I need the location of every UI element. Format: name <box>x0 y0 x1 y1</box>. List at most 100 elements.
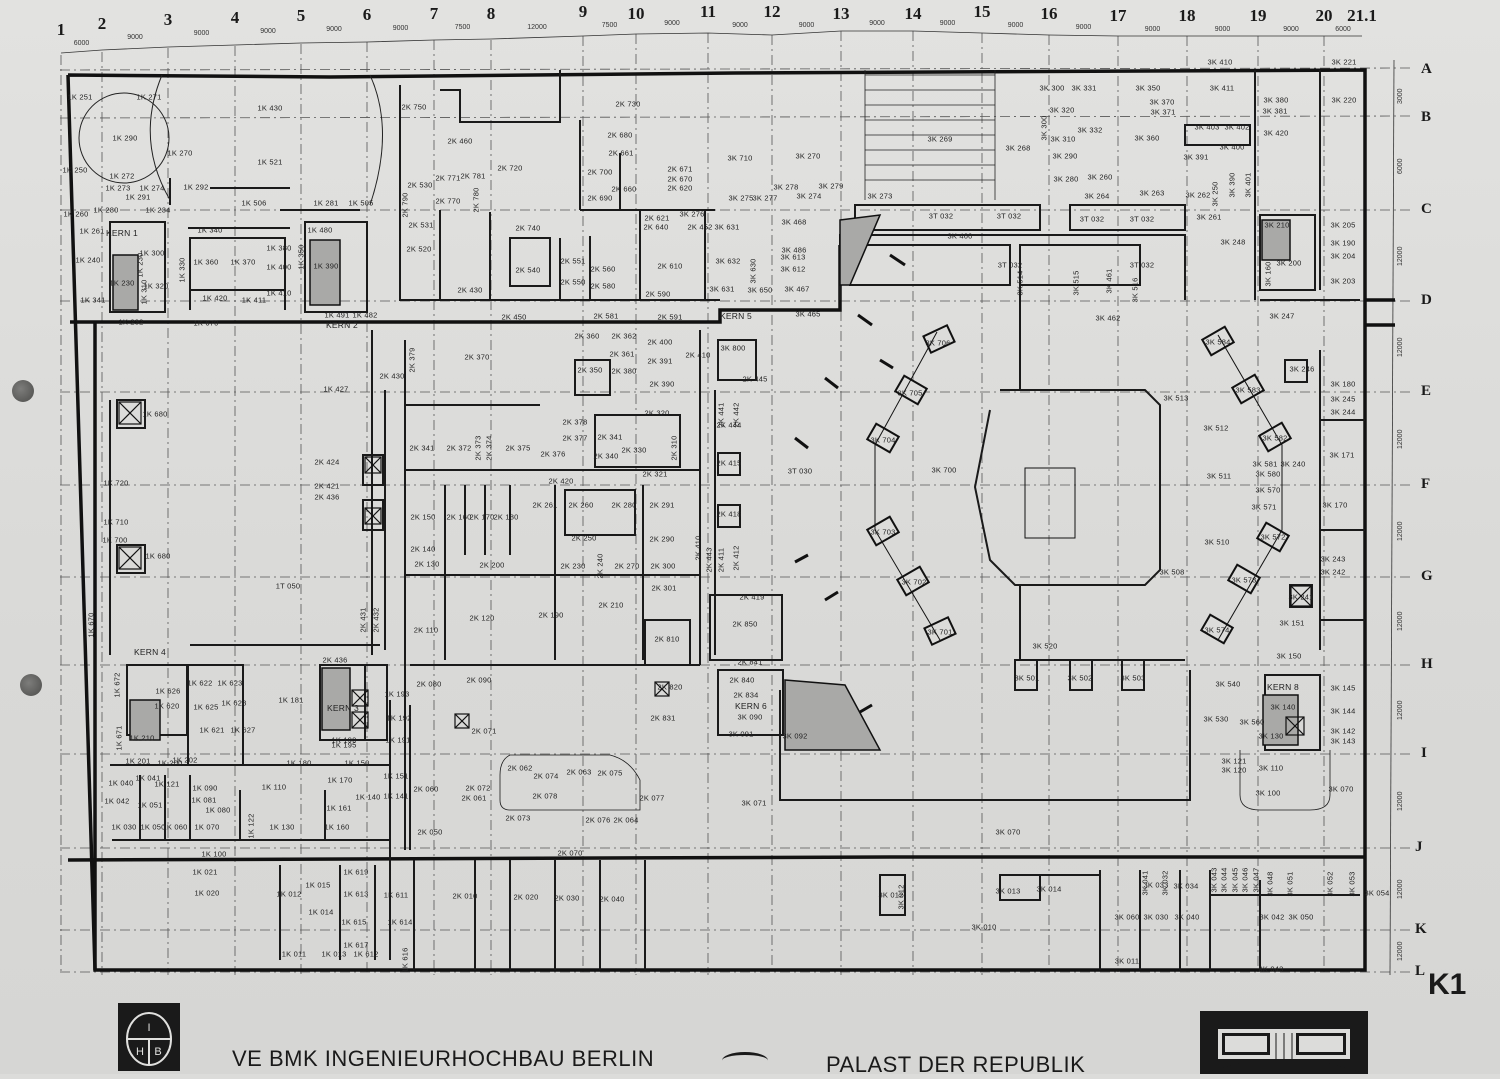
column-spacing-dimension: 9000 <box>664 20 680 27</box>
room-label: 3K 631 <box>714 222 740 232</box>
room-label-vertical: 2K 790 <box>400 192 410 218</box>
grid-row-label: J <box>1415 839 1423 855</box>
room-label: 1K 060 <box>162 822 188 832</box>
room-label: 3K 582 <box>1262 433 1288 443</box>
room-label: 3K 511 <box>1206 471 1232 481</box>
room-label: 2K 076 <box>585 815 611 825</box>
room-label: 1K 281 <box>313 198 339 208</box>
room-label: 1K 240 <box>75 255 101 265</box>
grid-row-label: L <box>1415 963 1426 979</box>
room-label: 1K 628 <box>221 698 247 708</box>
company-logo: I H B <box>118 1003 180 1071</box>
room-label: 3K 560 <box>1239 717 1265 727</box>
room-label: 1K 160 <box>324 822 350 832</box>
room-label-vertical: 3K 515 <box>1071 270 1081 296</box>
grid-column-label: 10 <box>627 4 645 23</box>
room-label: 3T 030 <box>787 466 813 476</box>
room-label: 1K 200 <box>157 758 183 768</box>
room-label: 1K 622 <box>187 678 213 688</box>
row-spacing-dimension: 12000 <box>1397 246 1404 266</box>
room-label: 2K 591 <box>657 312 683 322</box>
room-label: 3K 613 <box>780 252 806 262</box>
column-spacing-dimension: 9000 <box>1075 24 1092 31</box>
room-label: 1K 201 <box>125 756 151 766</box>
room-label: 1K 110 <box>261 782 287 792</box>
room-label: 3K 240 <box>1280 459 1306 469</box>
room-label: 3K 143 <box>1330 736 1356 746</box>
room-label: 2K 590 <box>645 289 671 299</box>
room-label: 3K 204 <box>1330 251 1356 261</box>
room-label: 2K 380 <box>611 366 637 376</box>
room-label: 2K 418 <box>716 509 742 519</box>
grid-row-label: H <box>1421 656 1433 672</box>
grid-column-label: 9 <box>578 2 588 21</box>
grid-column-label: 8 <box>486 4 496 23</box>
room-label: 3K 371 <box>1150 107 1176 117</box>
room-label: 3K 705 <box>897 388 923 398</box>
room-label-vertical: 1K 350 <box>296 244 306 270</box>
room-label: 1K 270 <box>167 148 193 158</box>
room-label-vertical: 3K 012 <box>896 884 906 910</box>
column-spacing-dimension: 9000 <box>732 22 748 29</box>
room-label-vertical: 2K 373 <box>473 435 483 461</box>
grid-column-label: 20 <box>1315 6 1333 25</box>
room-label: 1K 623 <box>217 678 243 688</box>
room-label: 3K 221 <box>1331 57 1357 67</box>
room-label: 3K 350 <box>1135 83 1161 93</box>
room-label: 1K 482 <box>352 310 378 320</box>
punch-hole-top <box>12 380 34 402</box>
column-spacing-dimension: 9000 <box>127 34 143 41</box>
grid-column-label: 12 <box>763 2 781 21</box>
room-label: 3K 403 <box>1194 122 1220 132</box>
room-label: 2K 290 <box>649 534 675 544</box>
room-label: 3K 320 <box>1049 105 1075 115</box>
room-label: 1K 626 <box>155 686 181 696</box>
column-spacing-dimension: 9000 <box>1144 26 1161 33</box>
room-label: 2K 430 <box>457 285 483 295</box>
room-label: 3K 290 <box>1052 151 1078 161</box>
room-label: 1K 290 <box>112 133 138 143</box>
room-label: 1K 040 <box>108 778 134 788</box>
room-label: 3K 467 <box>784 284 810 294</box>
room-label: 3K 584 <box>1205 337 1231 347</box>
room-label: 2K 730 <box>615 99 641 109</box>
room-label: 3K 465 <box>795 309 821 319</box>
room-label: 2K 300 <box>650 561 676 571</box>
room-label: 2K 640 <box>643 222 669 232</box>
room-label: 3K 070 <box>995 827 1021 837</box>
room-label: 3K 501 <box>1014 673 1040 683</box>
room-label: KERN 5 <box>720 311 752 321</box>
room-label: 2K 060 <box>413 784 439 794</box>
column-spacing-dimension: 9000 <box>392 25 409 32</box>
room-label: 2K 260 <box>568 500 594 510</box>
room-label: 3K 060 <box>1114 912 1140 922</box>
room-label: 1K 360 <box>193 257 219 267</box>
room-label: 1K 050 <box>140 822 166 832</box>
grid-column-label: 2 <box>97 14 107 33</box>
room-label: KERN 6 <box>735 701 767 711</box>
room-label: 3K 573 <box>1231 575 1257 585</box>
column-spacing-dimension: 9000 <box>193 30 210 37</box>
room-label: 2K 170 <box>469 512 495 522</box>
room-label: 3K 520 <box>1032 641 1058 651</box>
grid-column-label: 7 <box>429 4 439 23</box>
room-label: 1K 427 <box>323 384 349 394</box>
room-label-vertical: 3K 048 <box>1265 871 1275 897</box>
room-label-vertical: 2K 410 <box>693 535 703 561</box>
room-label: 1K 260 <box>63 209 89 219</box>
room-label: 3K 145 <box>1330 683 1356 693</box>
room-label: 3K 275 <box>728 193 754 203</box>
room-label-vertical: 1K 330 <box>177 257 187 283</box>
room-label: 2K 064 <box>613 815 639 825</box>
room-label: 2K 280 <box>611 500 637 510</box>
room-label-vertical: 3K 516 <box>1130 277 1140 303</box>
room-label: 1K 430 <box>257 103 283 113</box>
room-label: 3K 011 <box>1114 956 1140 966</box>
column-spacing-dimension: 9000 <box>1283 26 1299 33</box>
room-label-vertical: 3K 045 <box>1230 867 1240 893</box>
building-elevation-thumbnail <box>1200 1011 1368 1074</box>
room-label: 2K 210 <box>598 600 624 610</box>
room-label: 2K 320 <box>644 408 670 418</box>
room-label: 1K 340 <box>197 225 223 235</box>
